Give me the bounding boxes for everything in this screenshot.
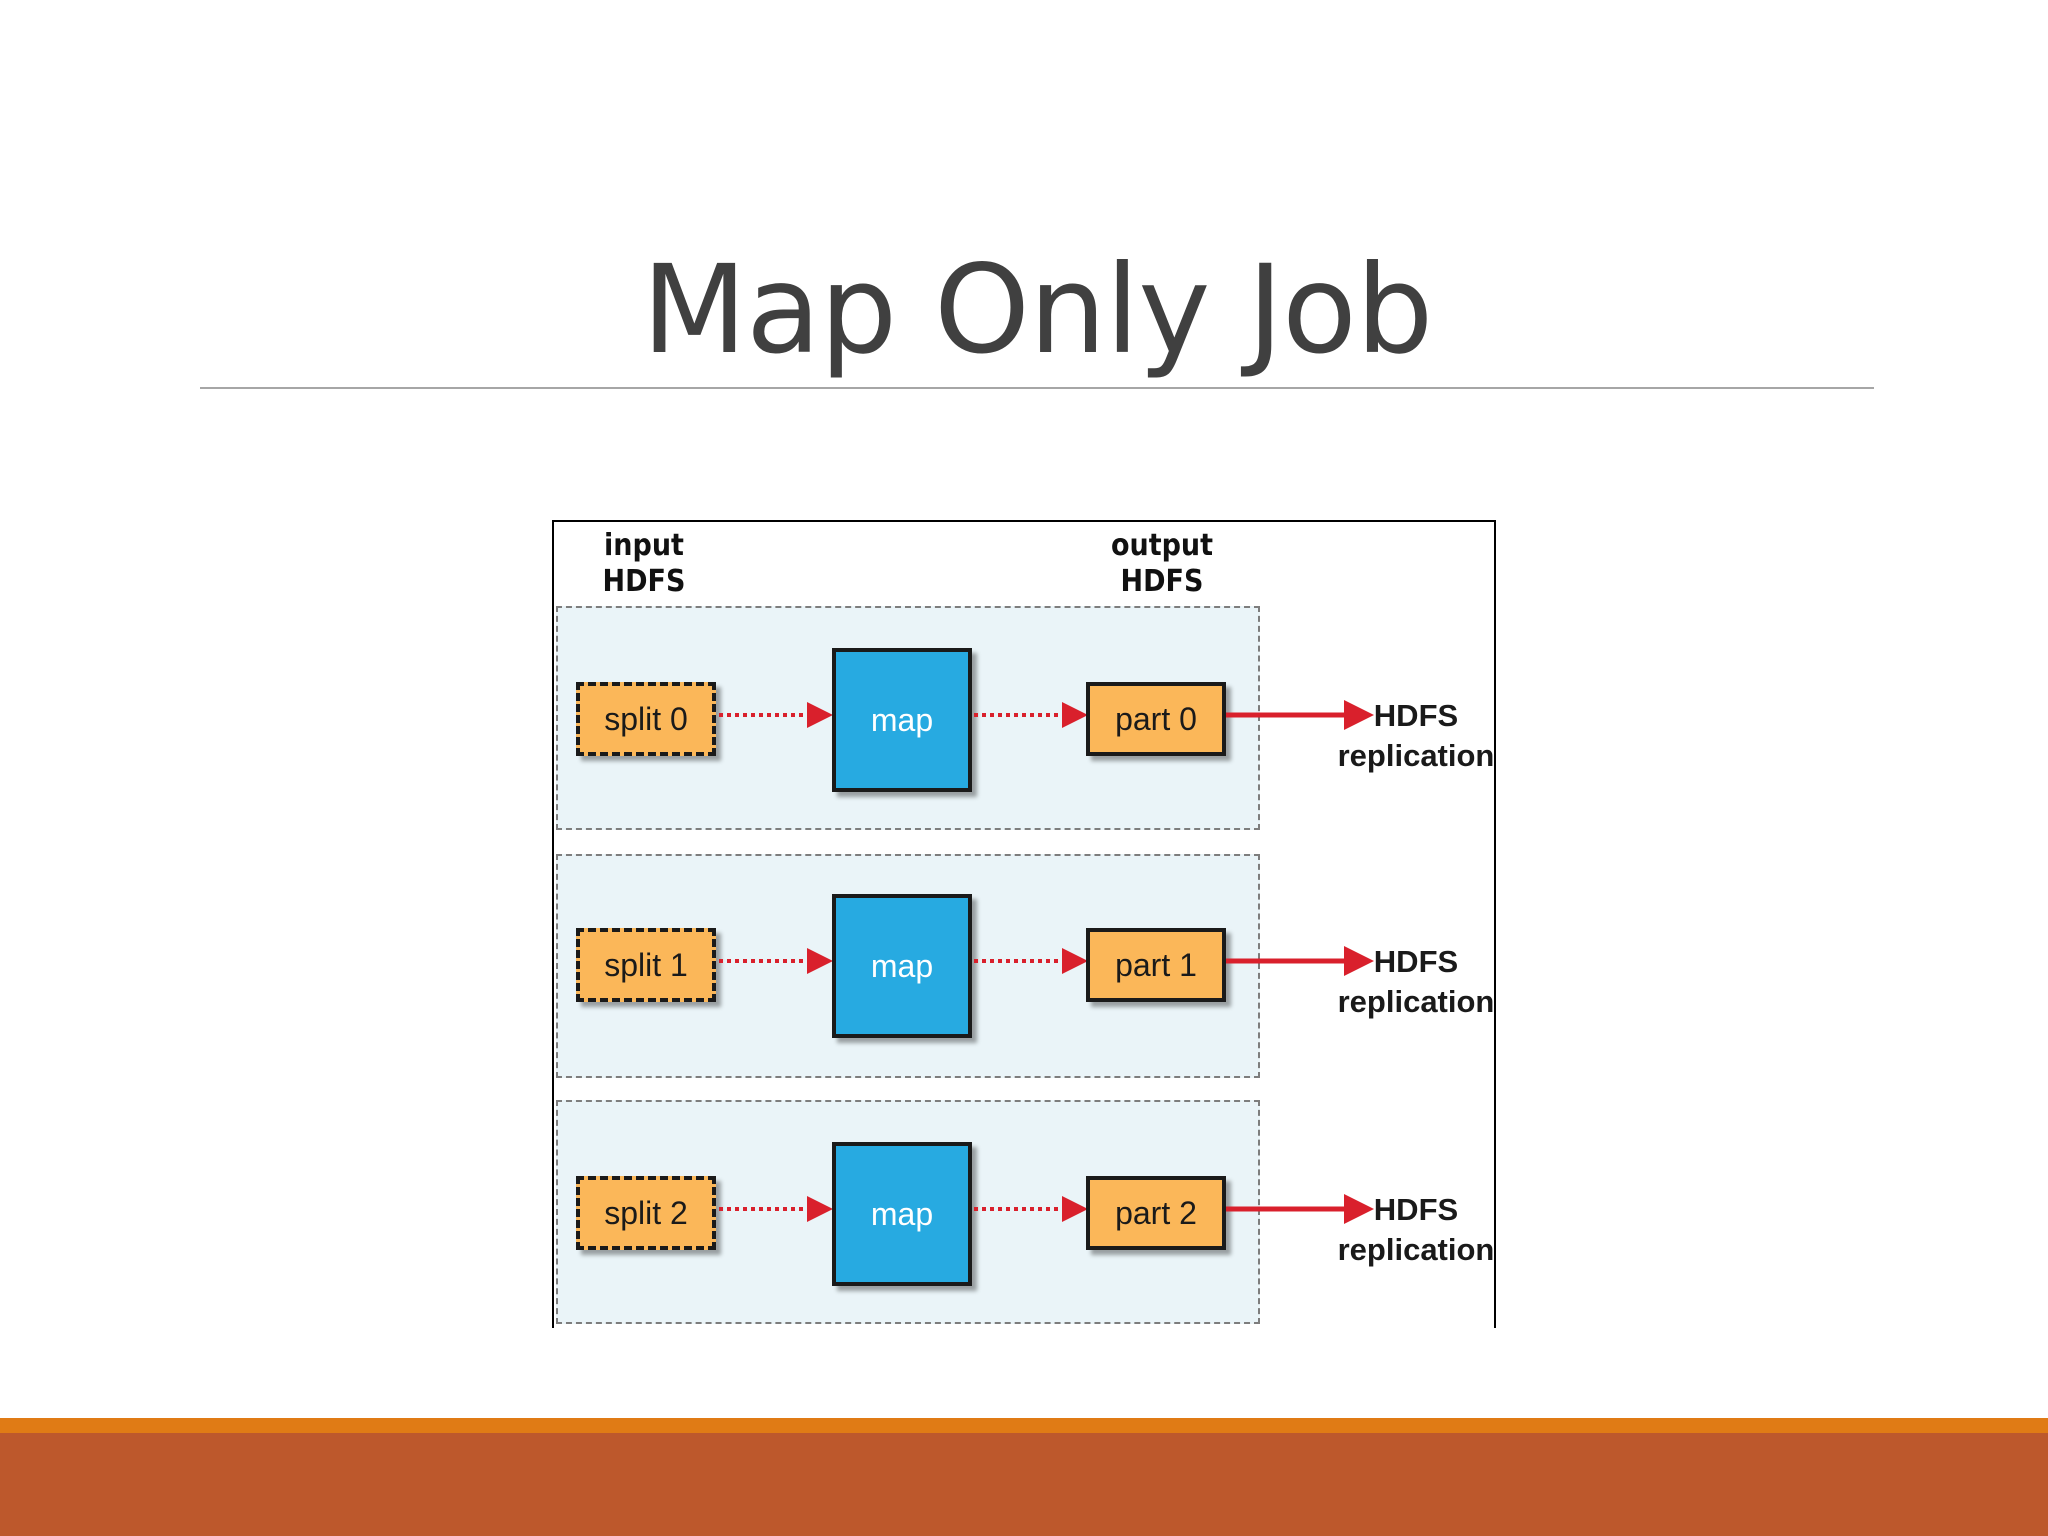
solid-arrow-part-to-hdfs-2: [1226, 1194, 1374, 1224]
output-hdfs-header: output HDFS: [1092, 528, 1232, 600]
footer-band: [0, 1433, 2048, 1536]
split-2-box: split 2: [576, 1176, 716, 1250]
dest-line-replication-1: replication: [1337, 984, 1495, 1019]
solid-arrow-part-to-hdfs-1: [1226, 946, 1374, 976]
dotted-arrow-map-to-part-2: [974, 1196, 1088, 1222]
dest-line-replication-0: replication: [1337, 738, 1495, 773]
part-0-box: part 0: [1086, 682, 1226, 756]
hdfs-replication-label-0: HDFS replication: [1336, 696, 1496, 776]
split-0-box: split 0: [576, 682, 716, 756]
map-1-box: map: [832, 894, 972, 1038]
output-header-line-1: output: [1110, 528, 1214, 563]
dest-line-hdfs-1: HDFS: [1373, 944, 1459, 979]
solid-arrow-part-to-hdfs-0: [1226, 700, 1374, 730]
hdfs-replication-label-2: HDFS replication: [1336, 1190, 1496, 1270]
dotted-arrow-split-to-map-0: [719, 702, 833, 728]
input-header-line-1: input: [604, 528, 684, 563]
map-0-box: map: [832, 648, 972, 792]
input-header-line-2: HDFS: [602, 564, 686, 599]
slide-title: Map Only Job: [641, 239, 1434, 381]
output-header-line-2: HDFS: [1120, 564, 1204, 599]
input-hdfs-header: input HDFS: [574, 528, 714, 600]
part-1-box: part 1: [1086, 928, 1226, 1002]
dotted-arrow-map-to-part-0: [974, 702, 1088, 728]
footer-accent-stripe: [0, 1418, 2048, 1433]
hdfs-replication-label-1: HDFS replication: [1336, 942, 1496, 1022]
split-1-box: split 1: [576, 928, 716, 1002]
part-2-box: part 2: [1086, 1176, 1226, 1250]
dest-line-replication-2: replication: [1337, 1232, 1495, 1267]
title-divider: [200, 387, 1874, 389]
dotted-arrow-map-to-part-1: [974, 948, 1088, 974]
dotted-arrow-split-to-map-1: [719, 948, 833, 974]
dest-line-hdfs-2: HDFS: [1373, 1192, 1459, 1227]
dotted-arrow-split-to-map-2: [719, 1196, 833, 1222]
map-only-job-diagram: input HDFS output HDFS split 0 map part …: [552, 520, 1496, 1328]
map-2-box: map: [832, 1142, 972, 1286]
dest-line-hdfs-0: HDFS: [1373, 698, 1459, 733]
